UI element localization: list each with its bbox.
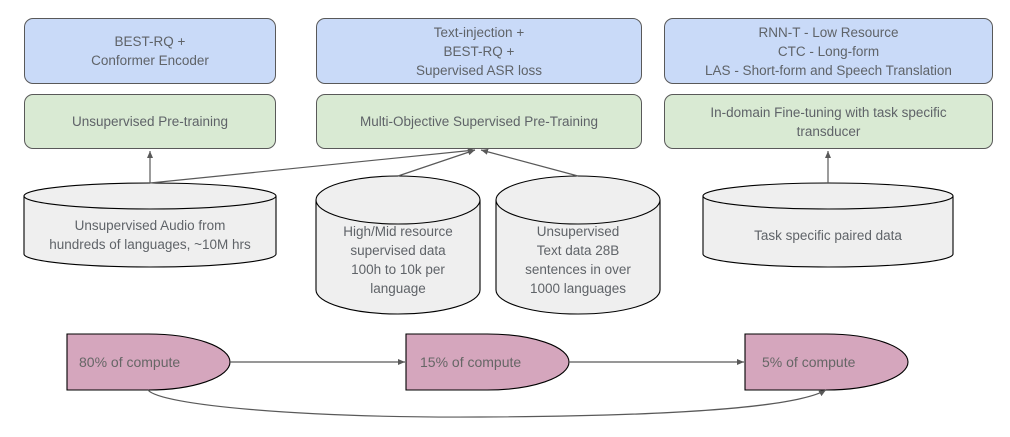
database-task-specific	[702, 182, 954, 268]
arrow-text-to-multi-objective	[480, 148, 579, 177]
database-label-unsupervised-audio: Unsupervised Audio from hundreds of lang…	[49, 218, 251, 252]
compute-shape-15	[405, 333, 570, 391]
compute-label-5: 5% of compute	[762, 354, 856, 370]
database-unsupervised-text	[495, 175, 661, 315]
stage-box-in-domain-finetuning: In-domain Fine-tuning with task specific…	[664, 94, 993, 149]
compute-shape-80	[66, 333, 231, 391]
database-unsupervised-audio	[23, 182, 277, 268]
compute-label-80: 80% of compute	[79, 354, 181, 370]
compute-shape-5	[744, 333, 909, 391]
method-box-finetuning: RNN-T - Low Resource CTC - Long-form LAS…	[664, 18, 993, 84]
arrow-audio-to-multi-objective	[149, 147, 476, 184]
method-box-pretraining: BEST-RQ + Conformer Encoder	[24, 18, 276, 84]
compute-label-15: 15% of compute	[420, 354, 522, 370]
stage-box-multi-objective-pretraining: Multi-Objective Supervised Pre-Training	[316, 94, 642, 149]
arrow-80-to-5-curved	[147, 389, 827, 418]
database-label-unsupervised-text: Unsupervised Text data 28B sentences in …	[525, 224, 631, 296]
database-label-supervised-data: High/Mid resource supervised data 100h t…	[343, 224, 453, 296]
database-supervised-data	[315, 175, 481, 315]
database-label-task-specific: Task specific paired data	[754, 227, 902, 243]
arrow-supervised-to-multi-objective	[397, 149, 476, 177]
method-box-multi-objective: Text-injection + BEST-RQ + Supervised AS…	[316, 18, 642, 84]
stage-box-unsupervised-pretraining: Unsupervised Pre-training	[24, 94, 276, 149]
